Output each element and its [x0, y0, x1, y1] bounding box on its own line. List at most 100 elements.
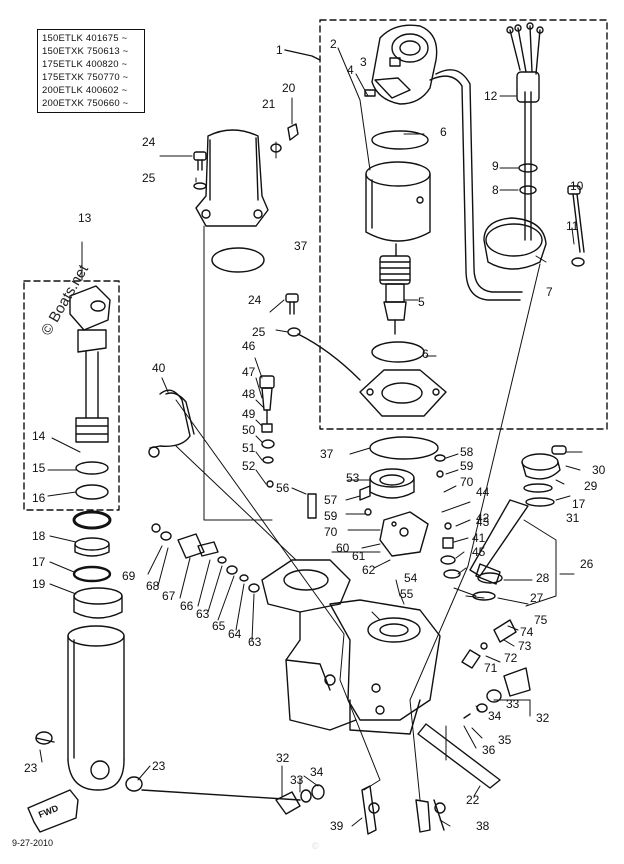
grommet-9	[518, 163, 538, 173]
callout-59: 59	[324, 509, 338, 523]
callout-33: 33	[290, 773, 304, 787]
wire-harness	[429, 22, 544, 301]
callout-62: 62	[362, 563, 376, 577]
callout-11: 11	[566, 219, 579, 233]
tilt-cylinder	[67, 625, 125, 791]
callout-70: 70	[460, 475, 474, 489]
pump-plate-60	[379, 511, 429, 557]
motor-assembly-boundary	[319, 19, 608, 430]
o-ring-6-lower	[371, 341, 425, 363]
callout-64: 64	[228, 627, 242, 641]
callout-54: 54	[404, 571, 418, 585]
callout-47: 47	[242, 365, 256, 379]
pipe-40-end	[148, 446, 160, 458]
ball-59a	[364, 508, 372, 516]
washer-25b	[287, 327, 301, 337]
callout-46: 46	[242, 339, 256, 353]
callout-34: 34	[310, 765, 324, 779]
o-ring-17a	[72, 565, 112, 583]
callout-42: 42	[476, 511, 490, 525]
callout-75: 75	[534, 613, 548, 627]
callout-51: 51	[242, 441, 256, 455]
callout-66: 66	[180, 599, 194, 613]
pump-housing	[261, 559, 441, 735]
model-line-2: 150ETXK 750613 ~	[42, 46, 129, 57]
tilt-cylinder-boundary	[23, 280, 120, 511]
callout-16: 16	[32, 491, 46, 505]
callout-9: 9	[492, 159, 499, 173]
backup-ring-16	[72, 510, 112, 530]
callout-1: 1	[276, 43, 283, 57]
callout-70: 70	[324, 525, 338, 539]
callout-68: 68	[146, 579, 160, 593]
callout-71: 71	[484, 661, 498, 675]
leader-25b	[297, 333, 361, 381]
o-ring-37b	[369, 436, 439, 460]
model-serial-table: 150ETLK 401675 ~ 150ETXK 750613 ~ 175ETL…	[37, 29, 145, 113]
callout-74: 74	[520, 625, 534, 639]
pin-23a	[35, 731, 55, 745]
joint-38	[415, 799, 446, 833]
callout-22: 22	[466, 793, 480, 807]
callout-63: 63	[196, 607, 210, 621]
callout-57: 57	[324, 493, 338, 507]
cover-7	[483, 217, 547, 270]
callout-19: 19	[32, 577, 46, 591]
callout-37: 37	[294, 239, 308, 253]
o-ring-15b	[75, 484, 109, 500]
o-ring-17b	[523, 483, 553, 493]
callout-34: 34	[488, 709, 502, 723]
bolt-10	[567, 185, 585, 267]
leader-lines	[39, 47, 583, 827]
callout-72: 72	[504, 651, 518, 665]
callout-25: 25	[252, 325, 266, 339]
o-ring-15	[75, 461, 109, 475]
leader-1	[284, 49, 321, 61]
fwd-label: FWD	[37, 803, 60, 820]
callout-67: 67	[162, 589, 176, 603]
valve-stack	[259, 375, 275, 488]
cylinder-cap-19	[73, 587, 123, 619]
callout-21: 21	[262, 97, 276, 111]
callout-23: 23	[152, 759, 166, 773]
callout-6: 6	[422, 347, 429, 361]
shuttle-26	[469, 499, 529, 601]
callout-29: 29	[584, 479, 598, 493]
pipe-40b	[165, 392, 195, 435]
callout-10: 10	[570, 179, 584, 193]
callout-35: 35	[498, 733, 512, 747]
ball-59b	[436, 470, 444, 478]
callout-39: 39	[330, 819, 344, 833]
callout-38: 38	[476, 819, 490, 833]
callout-37: 37	[320, 447, 334, 461]
stack-41-45	[440, 522, 461, 579]
callout-3: 3	[360, 55, 367, 69]
callout-55: 55	[400, 587, 414, 601]
grommet-8	[519, 185, 537, 195]
pin-23b	[125, 776, 301, 801]
callout-18: 18	[32, 529, 46, 543]
o-ring-37a	[211, 247, 265, 273]
callout-59: 59	[460, 459, 474, 473]
callout-17: 17	[572, 497, 586, 511]
bolt-57	[359, 485, 371, 501]
valve-chain-left	[151, 523, 260, 593]
diagram-date: 9-27-2010	[12, 838, 54, 848]
callout-28: 28	[536, 571, 550, 585]
model-line-6: 200ETXK 750660 ~	[42, 98, 129, 109]
reservoir	[195, 129, 269, 227]
callout-24: 24	[248, 293, 262, 307]
callout-53: 53	[346, 471, 360, 485]
callout-32: 32	[536, 711, 550, 725]
callout-45: 45	[472, 545, 486, 559]
callout-25: 25	[142, 171, 156, 185]
rod-22	[417, 723, 501, 789]
callout-31: 31	[566, 511, 580, 525]
callout-52: 52	[242, 459, 256, 473]
callout-50: 50	[242, 423, 256, 437]
watermark-bottom: ©	[312, 841, 319, 851]
model-line-5: 200ETLK 400602 ~	[42, 85, 128, 96]
callout-15: 15	[32, 461, 46, 475]
